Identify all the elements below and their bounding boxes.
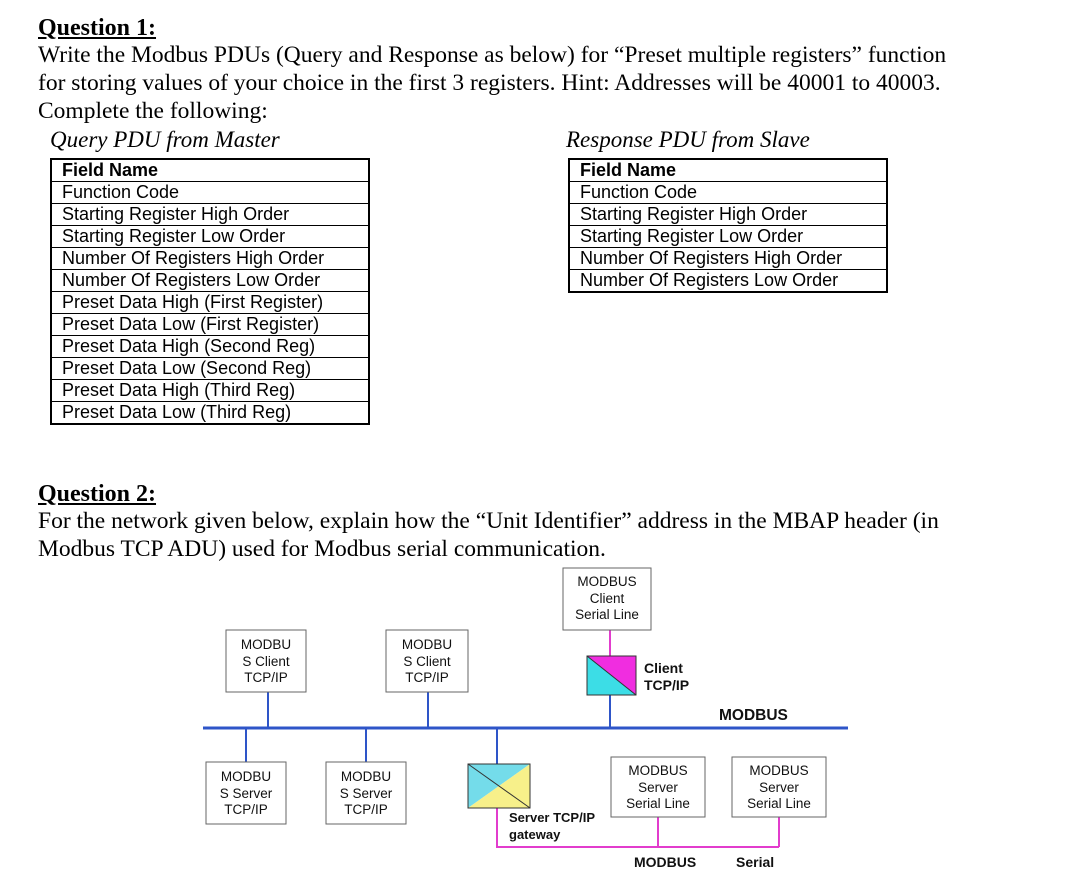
table-row: Preset Data High (Third Reg) xyxy=(50,379,370,402)
table-row: Preset Data Low (Third Reg) xyxy=(50,401,370,425)
serial-client-box xyxy=(562,567,652,631)
label-line: Serial Line xyxy=(747,796,811,811)
q1-text-line-1: Write the Modbus PDUs (Query and Respons… xyxy=(38,42,947,68)
serial-server-box-1 xyxy=(610,756,706,818)
table-row: Number Of Registers Low Order xyxy=(50,269,370,292)
label-line: S Server xyxy=(339,785,393,801)
table-cell: Preset Data Low (Third Reg) xyxy=(50,401,370,425)
label-line: Server xyxy=(638,779,678,795)
label-line: Serial Line xyxy=(626,796,690,811)
label-line: MODBUS xyxy=(628,763,688,778)
label-line: S Server xyxy=(219,785,273,801)
table-header-cell: Field Name xyxy=(568,158,888,182)
tcp-server-box-1 xyxy=(205,761,287,825)
tcp-server-label-1: MODBU S Server TCP/IP xyxy=(206,769,286,819)
q2-text-line-2: Modbus TCP ADU) used for Modbus serial c… xyxy=(38,536,606,562)
table-header-cell: Field Name xyxy=(50,158,370,182)
label-line: S Client xyxy=(242,653,290,669)
table-cell: Preset Data High (Third Reg) xyxy=(50,379,370,402)
serial-server-box-2 xyxy=(731,756,827,818)
table-row: Number Of Registers High Order xyxy=(50,247,370,270)
label-line: MODBUS xyxy=(749,763,809,778)
table-row: Number Of Registers Low Order xyxy=(568,269,888,293)
serial-server-label-2: MODBUS Server Serial Line xyxy=(732,763,826,813)
serial-client-label: MODBUS Client Serial Line xyxy=(563,574,651,624)
query-pdu-caption: Query PDU from Master xyxy=(50,127,280,152)
table-cell: Number Of Registers Low Order xyxy=(568,269,888,293)
label-line: MODBU xyxy=(220,769,272,784)
table-row: Preset Data Low (First Register) xyxy=(50,313,370,336)
table-cell: Number Of Registers High Order xyxy=(50,247,370,270)
label-line: Server xyxy=(759,779,799,795)
table-cell: Preset Data Low (First Register) xyxy=(50,313,370,336)
table-row: Starting Register Low Order xyxy=(50,225,370,248)
table-cell: Starting Register Low Order xyxy=(50,225,370,248)
q1-text-line-3: Complete the following: xyxy=(38,98,268,124)
label-line: MODBU xyxy=(240,637,292,652)
tcp-client-label-1: MODBU S Client TCP/IP xyxy=(226,637,306,687)
table-cell: Number Of Registers Low Order xyxy=(50,269,370,292)
tcp-client-label-2: MODBU S Client TCP/IP xyxy=(386,637,468,687)
table-cell: Preset Data Low (Second Reg) xyxy=(50,357,370,380)
response-pdu-caption: Response PDU from Slave xyxy=(566,127,810,152)
label-line: Serial Line xyxy=(575,607,639,622)
table-cell: Function Code xyxy=(50,181,370,204)
tcp-client-box-1 xyxy=(225,629,307,693)
table-row: Starting Register High Order xyxy=(50,203,370,226)
table-header-row: Field Name xyxy=(50,158,370,182)
serial-bus-label-modbus: MODBUS xyxy=(634,854,697,870)
table-row: Function Code xyxy=(568,181,888,204)
server-gateway-icon xyxy=(467,763,531,809)
tcp-client-box-2 xyxy=(385,629,469,693)
label-line: MODBU xyxy=(401,637,453,652)
label-line: gateway xyxy=(509,827,561,842)
label-line: S Client xyxy=(403,653,451,669)
table-cell: Number Of Registers High Order xyxy=(568,247,888,270)
serial-bus-label-serial: Serial xyxy=(736,854,775,870)
client-gateway-label: Client TCP/IP xyxy=(644,660,689,694)
table-row: Preset Data Low (Second Reg) xyxy=(50,357,370,380)
server-gateway-label: Server TCP/IP gateway xyxy=(509,809,595,843)
label-line: Server TCP/IP xyxy=(509,810,595,825)
table-row: Number Of Registers High Order xyxy=(568,247,888,270)
q1-heading: Question 1: xyxy=(38,15,157,41)
q1-text-line-2: for storing values of your choice in the… xyxy=(38,70,941,96)
table-row: Function Code xyxy=(50,181,370,204)
label-line: TCP/IP xyxy=(224,802,268,817)
tcp-server-box-2 xyxy=(325,761,407,825)
q2-text-line-1: For the network given below, explain how… xyxy=(38,508,939,534)
tcp-server-label-2: MODBU S Server TCP/IP xyxy=(326,769,406,819)
label-line: TCP/IP xyxy=(344,802,388,817)
label-line: Client xyxy=(589,590,625,606)
serial-server-label-1: MODBUS Server Serial Line xyxy=(611,763,705,813)
label-line: MODBU xyxy=(340,769,392,784)
table-cell: Function Code xyxy=(568,181,888,204)
label-line: Client xyxy=(644,660,683,676)
serial-bus xyxy=(496,630,780,848)
table-cell: Starting Register High Order xyxy=(50,203,370,226)
label-line: MODBUS xyxy=(577,574,637,589)
query-pdu-table: Field Name Function Code Starting Regist… xyxy=(50,158,370,425)
tcp-bus-label: MODBUS xyxy=(719,707,788,724)
client-gateway-icon xyxy=(586,655,637,696)
tcp-bus xyxy=(203,692,848,764)
label-line: TCP/IP xyxy=(405,670,449,685)
table-header-row: Field Name xyxy=(568,158,888,182)
label-line: TCP/IP xyxy=(644,677,690,693)
q2-heading: Question 2: xyxy=(38,481,157,507)
label-line: TCP/IP xyxy=(244,670,288,685)
response-pdu-table: Field Name Function Code Starting Regist… xyxy=(568,158,888,293)
